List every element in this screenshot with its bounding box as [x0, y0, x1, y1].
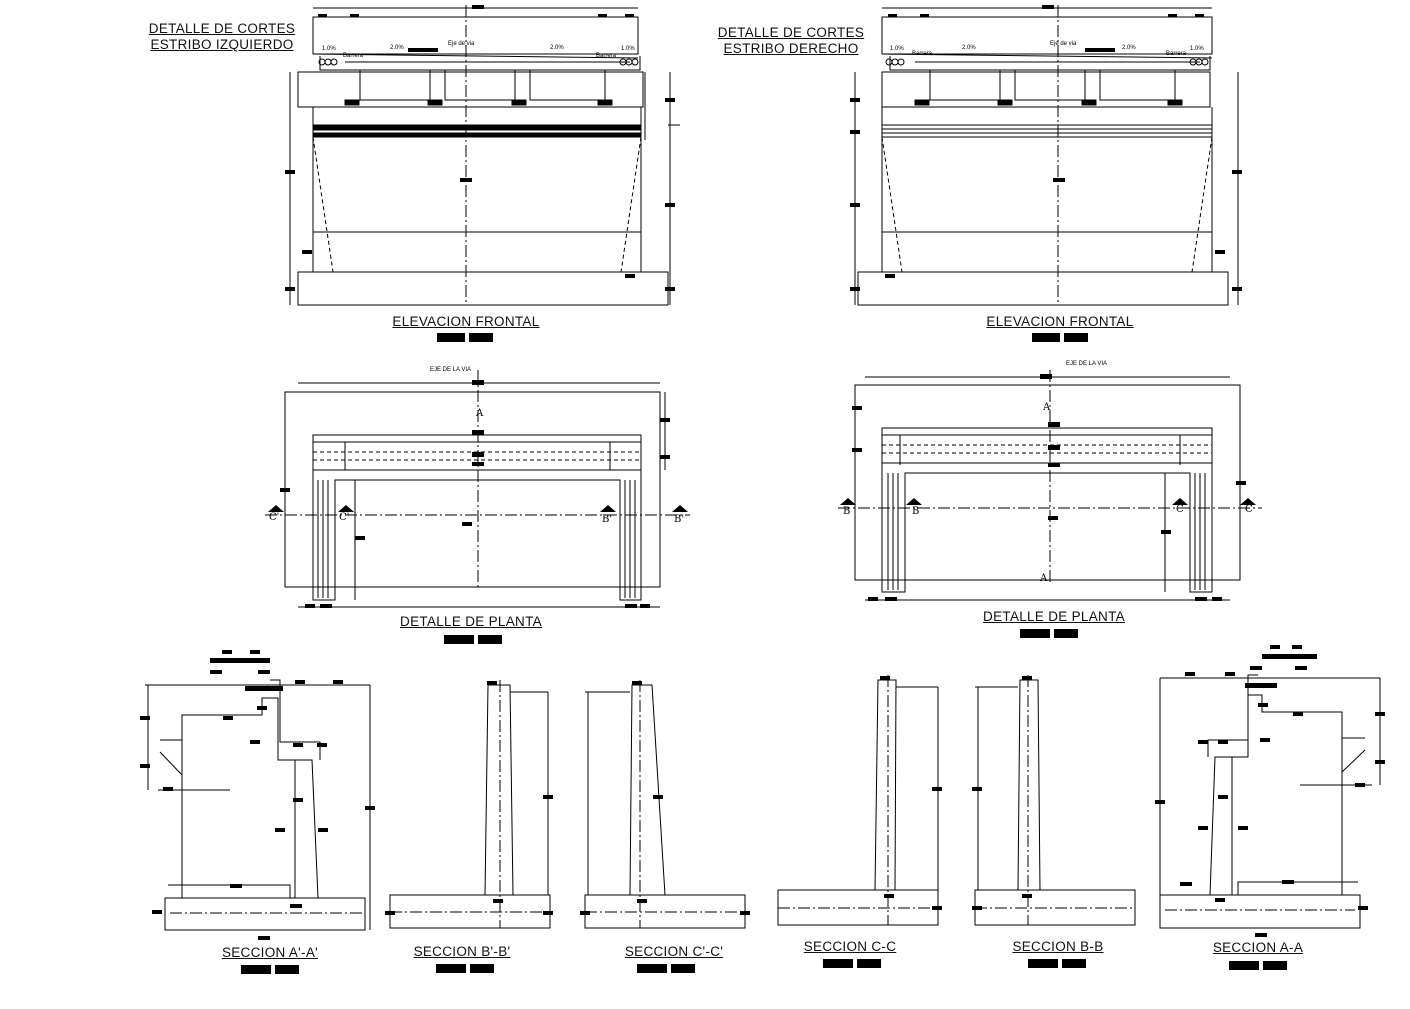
- slope-right-4: 1.0%: [1190, 46, 1204, 52]
- cut-a-bottom-right: A: [1040, 573, 1048, 584]
- cut-b-right: B: [912, 506, 920, 517]
- section-c1-drawing: [584, 680, 746, 929]
- scale-bar-elev-right: [1032, 333, 1088, 342]
- barrera-right-2: Barrera: [1166, 51, 1187, 57]
- eje-via-label-left: EJE DE LA VIA: [430, 367, 472, 373]
- plan-left: [265, 370, 690, 608]
- slope-left-3: 1.0%: [322, 46, 336, 52]
- section-a-drawing: [1159, 674, 1381, 929]
- cut-c1-right: C': [339, 512, 350, 523]
- cut-c1-left: C': [269, 512, 280, 523]
- eje-via-label-right: EJE DE LA VIA: [1066, 361, 1108, 367]
- cut-a-top-right: A: [1043, 402, 1051, 413]
- section-a-title: SECCION A-A: [1212, 940, 1304, 955]
- elevation-left: [289, 5, 680, 306]
- section-b-title: SECCION B-B: [1012, 939, 1104, 954]
- section-c-drawing: [777, 675, 939, 926]
- scale-bar-plan-left: [444, 635, 502, 644]
- slope-right-1: 2.0%: [962, 45, 976, 51]
- plan-left-title: DETALLE DE PLANTA: [400, 614, 542, 629]
- right-header-line1: DETALLE DE CORTES: [717, 25, 865, 40]
- scale-bar-sec-b: [1028, 959, 1086, 968]
- slope-left-2: 2.0%: [550, 45, 564, 51]
- section-b1-title: SECCION B'-B': [413, 944, 511, 959]
- right-header-line2: ESTRIBO DERECHO: [723, 41, 859, 56]
- plan-right: [838, 370, 1262, 601]
- section-a1-drawing: [145, 679, 371, 931]
- eje-via-elev-left: Eje de via: [448, 41, 475, 47]
- cut-b-left: B: [843, 506, 851, 517]
- slope-right-3: 1.0%: [890, 46, 904, 52]
- elevation-left-title: ELEVACION FRONTAL: [392, 314, 540, 329]
- scale-bar-sec-a: [1229, 961, 1287, 970]
- scale-bar-sec-c1: [637, 964, 695, 973]
- section-b1-drawing: [389, 680, 551, 929]
- scale-bar-sec-c: [823, 959, 881, 968]
- cut-b1-left: B': [602, 514, 613, 525]
- barrera-left-2: Barrera: [596, 53, 617, 59]
- section-c1-title: SECCION C'-C': [624, 944, 724, 959]
- section-c-title: SECCION C-C: [803, 939, 897, 954]
- slope-left-1: 2.0%: [390, 45, 404, 51]
- left-header-line1: DETALLE DE CORTES: [148, 21, 296, 36]
- cut-a-top-left: A: [476, 408, 484, 419]
- cut-c-right: C: [1245, 504, 1253, 515]
- barrera-right-1: Barrera: [912, 51, 933, 57]
- eje-via-elev-right: Eje de via: [1050, 41, 1077, 47]
- barrera-left-1: Barrera: [343, 53, 364, 59]
- left-header-line2: ESTRIBO IZQUIERDO: [150, 37, 294, 52]
- cut-c-left: C: [1176, 504, 1184, 515]
- cut-b1-right: B': [674, 514, 685, 525]
- scale-bar-sec-b1: [436, 964, 494, 973]
- scale-bar-sec-a1: [241, 965, 299, 974]
- slope-left-4: 1.0%: [621, 46, 635, 52]
- section-a1-title: SECCION A'-A': [221, 945, 319, 960]
- scale-bar-plan-right: [1020, 629, 1078, 638]
- elevation-right: [854, 5, 1239, 306]
- plan-right-title: DETALLE DE PLANTA: [983, 609, 1125, 624]
- slope-right-2: 2.0%: [1122, 45, 1136, 51]
- elevation-right-title: ELEVACION FRONTAL: [986, 314, 1134, 329]
- scale-bar-elev-left: [437, 333, 493, 342]
- section-b-drawing: [974, 675, 1136, 926]
